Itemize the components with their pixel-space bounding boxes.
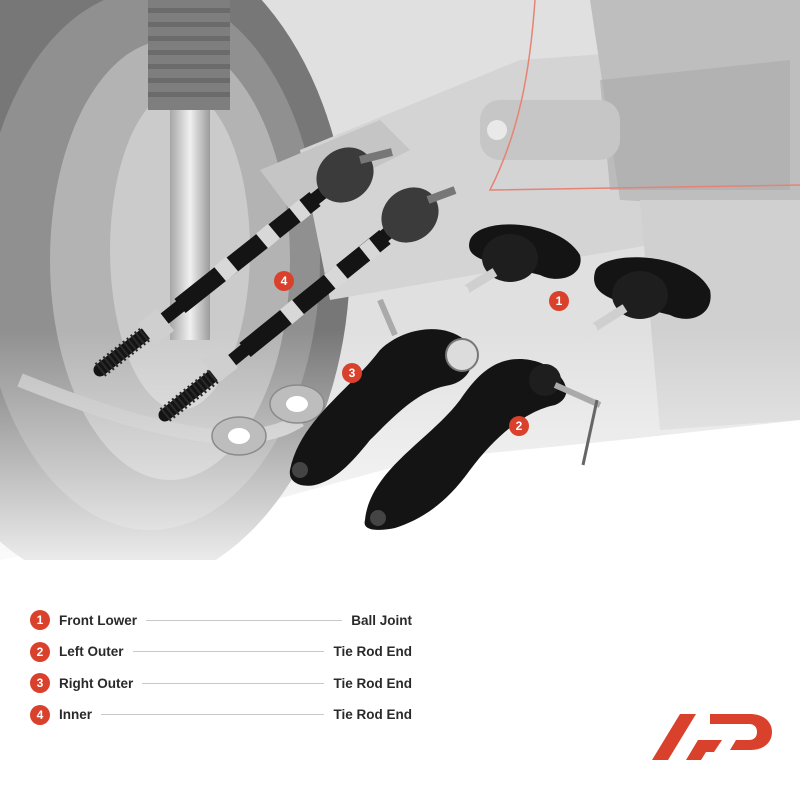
legend-position: Left Outer	[59, 644, 124, 659]
legend-row-4: 4 Inner Tie Rod End	[30, 704, 412, 726]
ball-joint-right	[583, 257, 711, 337]
legend-part: Ball Joint	[351, 612, 412, 628]
inner-tie-rod-left	[93, 147, 393, 377]
legend-leader-line	[132, 651, 325, 652]
callout-badge-3: 3	[342, 363, 362, 383]
parts-legend: 1 Front Lower Ball Joint 2 Left Outer Ti…	[30, 609, 412, 735]
legend-row-1: 1 Front Lower Ball Joint	[30, 609, 412, 631]
legend-position: Right Outer	[59, 675, 134, 691]
legend-part: Tie Rod End	[333, 675, 412, 691]
legend-leader-line	[142, 682, 325, 684]
legend-position: Front Lower	[59, 612, 137, 628]
legend-number: 3	[30, 673, 50, 693]
inner-tie-rod-right	[158, 186, 457, 422]
legend-part: Tie Rod End	[333, 707, 412, 722]
legend-number: 4	[30, 704, 50, 725]
lock-washers	[211, 384, 325, 456]
legend-row-2: 2 Left Outer Tie Rod End	[30, 641, 412, 663]
legend-number: 1	[30, 610, 50, 630]
ball-joint-left	[455, 224, 581, 299]
outer-tie-rod-end-left	[364, 359, 602, 530]
legend-part: Tie Rod End	[333, 644, 412, 659]
legend-number: 2	[30, 641, 50, 662]
brand-logo-icon	[652, 714, 772, 760]
legend-leader-line	[101, 714, 325, 715]
legend-position: Inner	[59, 707, 93, 722]
callout-badge-1: 1	[549, 291, 569, 311]
legend-row-3: 3 Right Outer Tie Rod End	[30, 672, 412, 694]
callout-badge-4: 4	[274, 271, 294, 291]
callout-badge-2: 2	[509, 416, 529, 436]
legend-leader-line	[146, 619, 343, 621]
outer-tie-rod-end-right	[289, 298, 479, 486]
